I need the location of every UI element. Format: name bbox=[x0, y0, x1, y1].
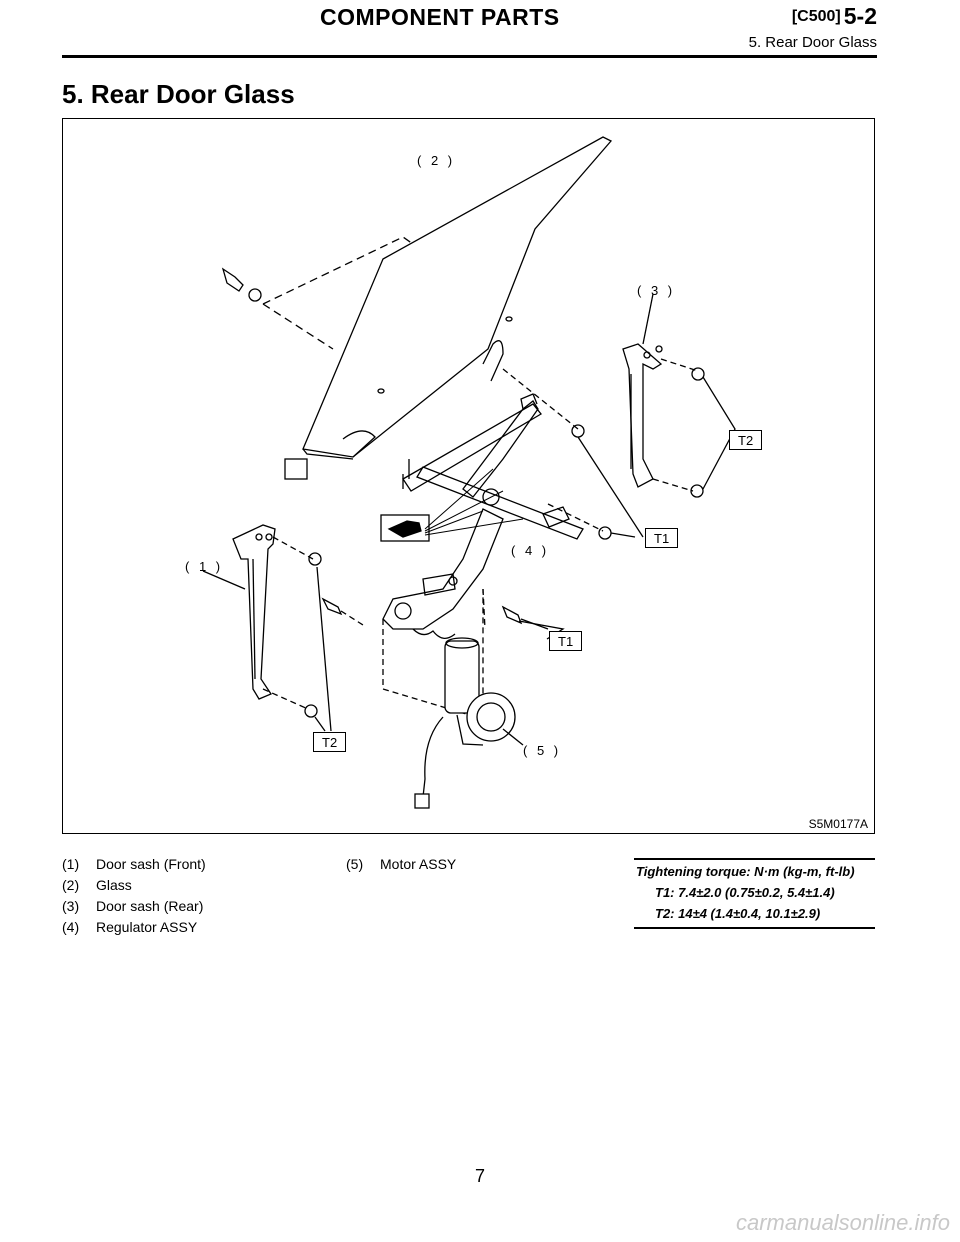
torque-label-t1-right: T1 bbox=[645, 528, 679, 548]
callout-regulator-assy: ( 4 ) bbox=[511, 543, 550, 558]
glass-clip bbox=[284, 458, 308, 480]
exploded-view-figure: ( 2 ) ( 3 ) ( 1 ) ( 4 ) ( 5 ) T2 T1 T1 T… bbox=[62, 118, 875, 834]
torque-spec-heading: Tightening torque: N·m (kg-m, ft-lb) bbox=[636, 864, 855, 879]
header-subtitle: 5. Rear Door Glass bbox=[748, 34, 877, 51]
torque-label-t1-middle: T1 bbox=[549, 631, 583, 651]
callout-door-sash-front: ( 1 ) bbox=[185, 559, 224, 574]
callout-door-sash-rear: ( 3 ) bbox=[637, 283, 676, 298]
glass-panel bbox=[302, 136, 613, 458]
legend-right: (5)Motor ASSY bbox=[346, 854, 456, 875]
nut-front-sash-lower bbox=[304, 704, 318, 718]
figure-id: S5M0177A bbox=[808, 817, 868, 831]
torque-spec-box: Tightening torque: N·m (kg-m, ft-lb) T1:… bbox=[634, 858, 875, 929]
torque-spec-t2: T2: 14±4 (1.4±0.4, 10.1±2.9) bbox=[655, 906, 821, 921]
callout-motor-assy: ( 5 ) bbox=[523, 743, 562, 758]
nut-regulator-lower bbox=[598, 526, 612, 540]
bolt-regulator-middle bbox=[501, 605, 523, 625]
header-section-code: [C500]5-2 bbox=[792, 3, 877, 30]
torque-label-t2-lower: T2 bbox=[313, 732, 347, 752]
motor-assy bbox=[414, 637, 516, 809]
header-code: [C500] bbox=[791, 8, 841, 25]
bolt-front-sash bbox=[321, 597, 343, 616]
door-sash-front bbox=[232, 524, 276, 700]
legend-left: (1)Door sash (Front) (2)Glass (3)Door sa… bbox=[62, 854, 206, 938]
callout-glass: ( 2 ) bbox=[417, 153, 456, 168]
page-number: 7 bbox=[474, 1166, 485, 1186]
torque-spec-t1: T1: 7.4±2.0 (0.75±0.2, 5.4±1.4) bbox=[655, 885, 835, 900]
nut-front-sash-upper bbox=[308, 552, 322, 566]
nut-regulator-upper bbox=[571, 424, 585, 438]
exploded-view-drawing bbox=[202, 136, 736, 809]
header-rule bbox=[62, 55, 877, 58]
legend-item: (2)Glass bbox=[62, 877, 132, 893]
torque-label-t2-upper: T2 bbox=[729, 430, 763, 450]
header-title: COMPONENT PARTS bbox=[320, 4, 560, 30]
regulator-assy bbox=[382, 393, 584, 639]
legend-item: (4)Regulator ASSY bbox=[62, 919, 198, 935]
section-title: 5. Rear Door Glass bbox=[62, 79, 295, 109]
legend-item: (1)Door sash (Front) bbox=[62, 856, 206, 872]
door-sash-rear bbox=[622, 343, 663, 488]
legend-item: (5)Motor ASSY bbox=[346, 856, 457, 872]
nut-rear-sash-upper bbox=[691, 367, 705, 381]
bolt-upper-left bbox=[221, 267, 244, 292]
legend-item: (3)Door sash (Rear) bbox=[62, 898, 204, 914]
watermark: carmanualsonline.info bbox=[735, 1210, 950, 1235]
header-section-number: 5-2 bbox=[843, 3, 877, 29]
nut-rear-sash-lower bbox=[690, 484, 704, 498]
